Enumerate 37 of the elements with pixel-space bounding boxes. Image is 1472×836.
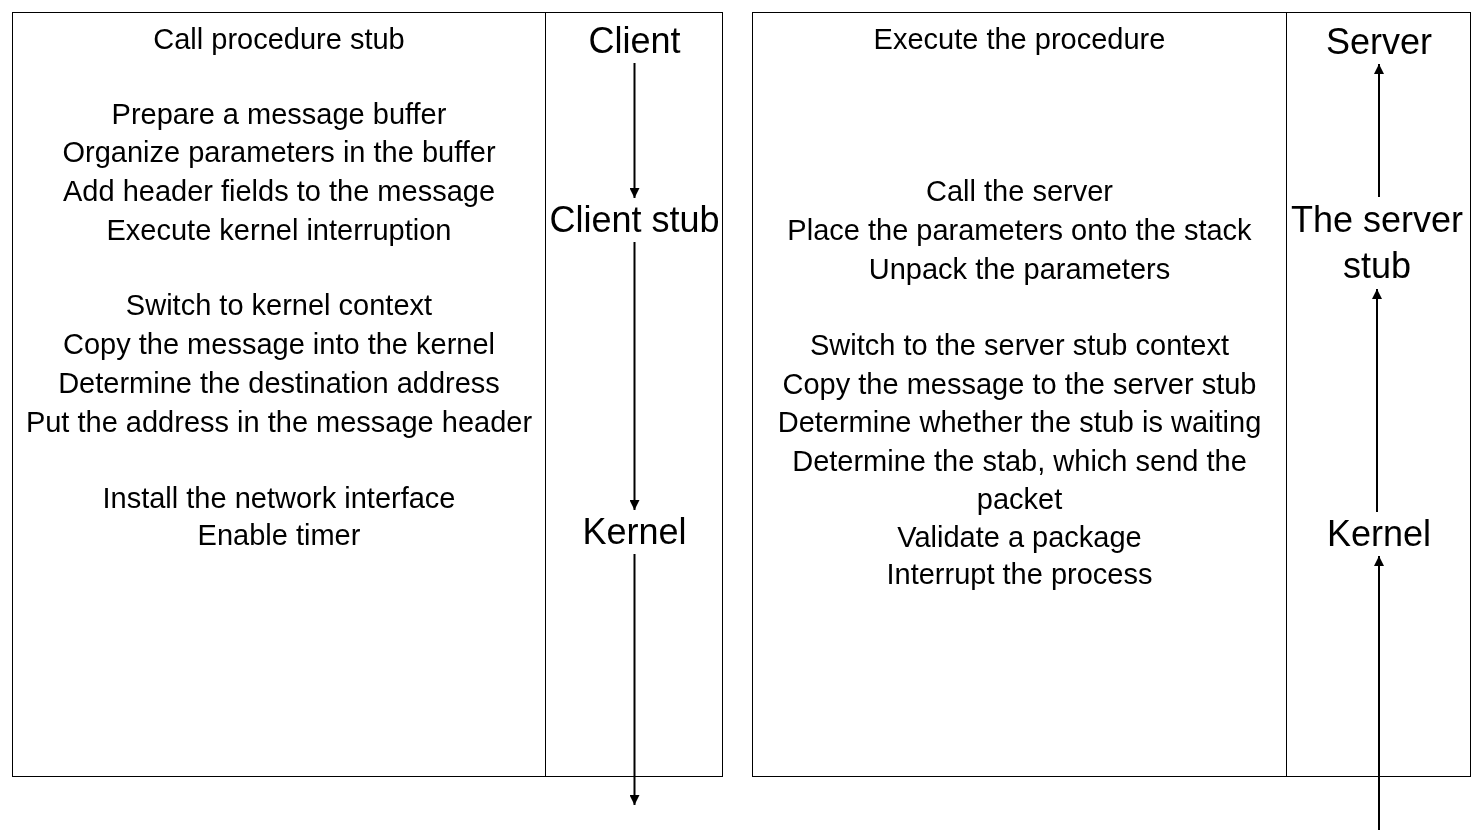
panel-heading: Call procedure stub [152, 22, 406, 57]
layer-column [1287, 12, 1471, 777]
step-panel [12, 12, 546, 777]
step-text: Determine the destination address [57, 366, 501, 401]
step-text: Determine the stab, which send the packet [791, 444, 1248, 517]
step-text: Copy the message into the kernel [62, 327, 496, 362]
step-text: Install the network interface [101, 481, 457, 516]
step-text: Place the parameters onto the stack [786, 213, 1253, 248]
layer-label: The server stub [1277, 197, 1472, 289]
layer-label: Server [1287, 20, 1471, 64]
layer-column [546, 12, 723, 777]
layer-label: Kernel [546, 510, 723, 554]
step-text: Unpack the parameters [867, 252, 1172, 287]
layer-label: Kernel [1287, 512, 1471, 556]
step-panel [752, 12, 1287, 777]
step-text: Execute kernel interruption [105, 213, 453, 248]
panel-heading: Execute the procedure [872, 22, 1167, 57]
arrow [629, 62, 640, 199]
layer-label: Client [546, 19, 723, 63]
step-text: Enable timer [196, 518, 362, 553]
arrow [629, 553, 640, 806]
step-text: Put the address in the message header [24, 405, 534, 440]
arrow [1374, 555, 1384, 831]
arrow [1372, 288, 1382, 513]
layer-label: Client stub [540, 198, 729, 242]
step-text: Switch to the server stub context [808, 328, 1231, 363]
arrow [1374, 63, 1384, 198]
step-text: Determine whether the stub is waiting [776, 405, 1263, 440]
step-text: Copy the message to the server stub [781, 367, 1258, 402]
arrow [629, 241, 640, 511]
step-text: Call the server [925, 174, 1114, 209]
step-text: Add header fields to the message [61, 174, 497, 209]
step-text: Organize parameters in the buffer [61, 135, 497, 170]
step-text: Prepare a message buffer [110, 97, 448, 132]
step-text: Validate a package [896, 520, 1143, 555]
step-text: Switch to kernel context [124, 288, 434, 323]
step-text: Interrupt the process [885, 557, 1154, 592]
